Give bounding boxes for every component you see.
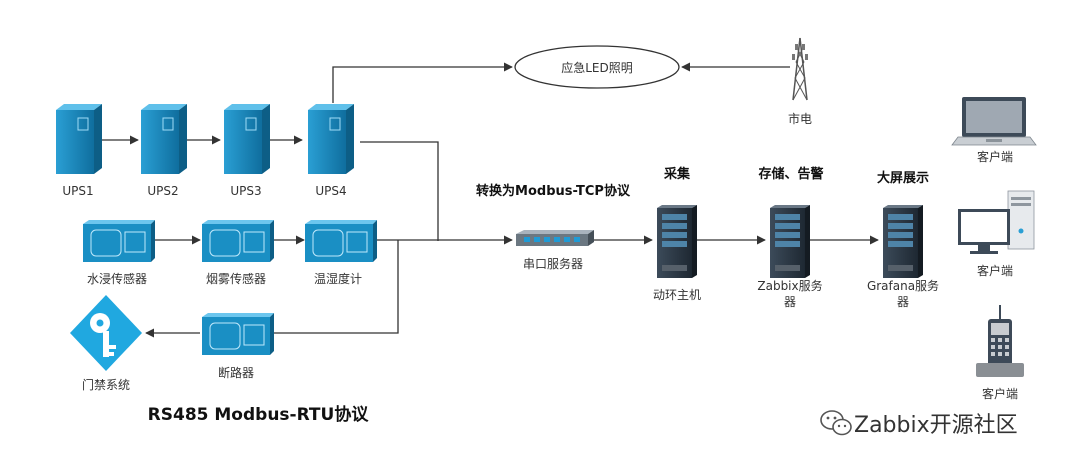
breaker-label: 断路器 (218, 365, 254, 380)
water-sensor-label: 水浸传感器 (87, 271, 147, 286)
wechat-logo-icon (820, 410, 852, 436)
desktop-computer-icon[interactable] (958, 190, 1035, 254)
ups3-label: UPS3 (230, 184, 261, 198)
phone-handset-icon[interactable] (976, 305, 1024, 377)
water-sensor[interactable] (83, 220, 155, 262)
ups-unit-3[interactable] (224, 104, 270, 174)
ups2-label: UPS2 (147, 184, 178, 198)
heading-store: 存储、告警 (758, 166, 823, 182)
ups-unit-4[interactable] (308, 104, 354, 174)
zabbix-label-line2: 器 (784, 295, 796, 309)
edge-ups4-emergency-light (332, 62, 513, 103)
heading-protocol: RS485 Modbus-RTU协议 (148, 404, 370, 425)
city-power-label: 市电 (788, 111, 812, 126)
client3-label: 客户端 (982, 386, 1018, 401)
ups1-label: UPS1 (62, 184, 93, 198)
heading-display: 大屏展示 (877, 170, 929, 186)
ups-unit-1[interactable] (56, 104, 102, 174)
access-control-key-icon[interactable] (70, 295, 142, 371)
heading-convert: 转换为Modbus-TCP协议 (476, 183, 631, 199)
smoke-sensor-label: 烟雾传感器 (206, 271, 266, 286)
client1-label: 客户端 (977, 149, 1013, 164)
ups-unit-2[interactable] (141, 104, 187, 174)
serial-server-label: 串口服务器 (523, 256, 583, 271)
emergency-light-node[interactable] (514, 45, 680, 89)
grafana-label-line1: Grafana服务 (867, 278, 939, 293)
client2-label: 客户端 (977, 263, 1013, 278)
laptop-icon[interactable] (951, 97, 1037, 146)
transmission-tower-icon[interactable] (792, 37, 808, 101)
grafana-server[interactable] (883, 205, 923, 278)
edge-ups4-bus (360, 141, 439, 241)
access-control-label: 门禁系统 (82, 377, 130, 392)
serial-server-device[interactable] (516, 230, 594, 246)
circuit-breaker[interactable] (202, 313, 274, 355)
ups4-label: UPS4 (315, 184, 346, 198)
watermark-text: Zabbix开源社区 (854, 413, 1018, 438)
temp-humidity-label: 温湿度计 (314, 271, 362, 286)
temp-humidity-meter[interactable] (305, 220, 377, 262)
env-host-server[interactable] (657, 205, 697, 278)
connectors (102, 62, 879, 338)
heading-collect: 采集 (663, 166, 691, 182)
grafana-label-line2: 器 (897, 295, 909, 309)
env-host-label: 动环主机 (653, 288, 701, 302)
edge-bus-breaker (272, 240, 399, 334)
smoke-sensor[interactable] (202, 220, 274, 262)
zabbix-label-line1: Zabbix服务 (757, 278, 822, 293)
zabbix-server[interactable] (770, 205, 810, 278)
emergency-light-label: 应急LED照明 (561, 60, 633, 75)
